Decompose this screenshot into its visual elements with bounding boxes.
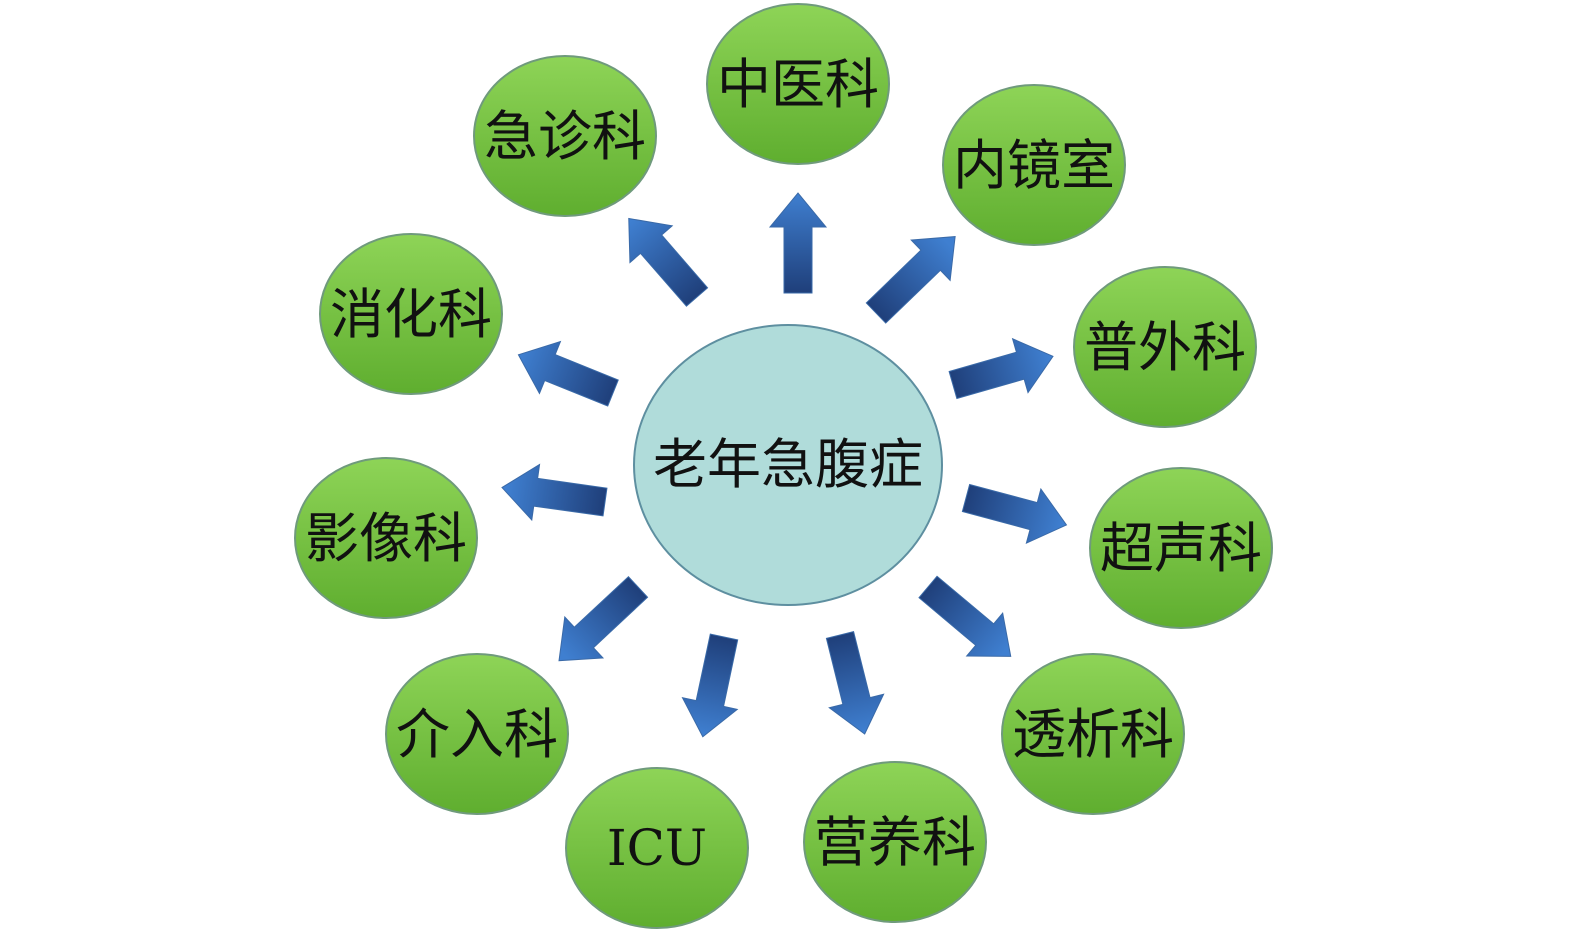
node-touxi: 透析科: [1001, 653, 1185, 815]
arrow-to-jieru: [558, 576, 649, 662]
node-label: 内镜室: [953, 134, 1115, 197]
arrow-to-yingxiang: [501, 463, 608, 522]
node-label: 介入科: [396, 703, 558, 766]
node-label: ICU: [607, 819, 707, 877]
arrow-to-puwai: [948, 337, 1054, 400]
arrow-to-yingyang: [825, 631, 885, 735]
arrow-layer: [501, 192, 1068, 738]
node-yingxiang: 影像科: [294, 457, 478, 619]
node-label: 营养科: [814, 811, 976, 874]
node-label: 超声科: [1100, 517, 1262, 580]
node-label: 普外科: [1084, 316, 1246, 379]
node-label: 消化科: [330, 283, 492, 346]
node-xiaohua: 消化科: [319, 233, 503, 395]
node-jieru: 介入科: [385, 653, 569, 815]
arrow-to-xiaohua: [517, 340, 619, 407]
center-node: 老年急腹症: [633, 324, 943, 606]
node-label: 急诊科: [484, 105, 646, 168]
arrow-to-chaosheng: [961, 483, 1068, 545]
node-puwai: 普外科: [1073, 266, 1257, 428]
node-label: 透析科: [1012, 703, 1174, 766]
node-yingyang: 营养科: [803, 761, 987, 923]
node-jizhen: 急诊科: [473, 55, 657, 217]
node-icu: ICU: [565, 767, 749, 929]
node-label: 中医科: [717, 53, 879, 116]
node-zhongyi: 中医科: [706, 3, 890, 165]
center-label: 老年急腹症: [653, 433, 923, 496]
node-neijing: 内镜室: [942, 84, 1126, 246]
arrow-to-neijing: [865, 236, 956, 324]
arrow-to-icu: [681, 633, 739, 738]
arrow-to-touxi: [918, 575, 1012, 657]
node-label: 影像科: [305, 507, 467, 570]
arrow-to-zhongyi: [768, 192, 828, 294]
node-chaosheng: 超声科: [1089, 467, 1273, 629]
arrow-to-jizhen: [628, 217, 709, 307]
